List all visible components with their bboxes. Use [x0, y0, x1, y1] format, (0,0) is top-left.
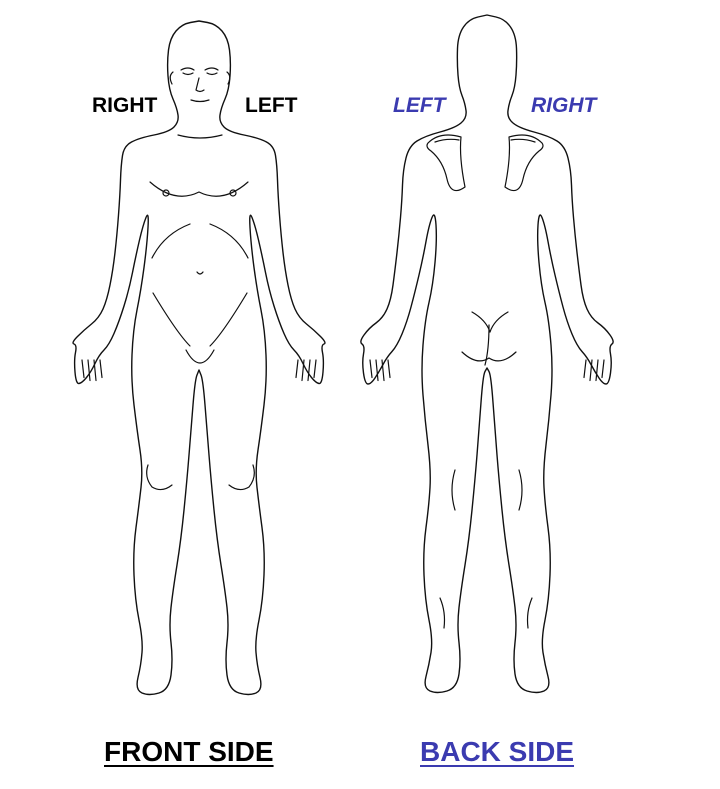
finger-line	[313, 359, 317, 379]
finger-line	[301, 359, 305, 382]
back-shoulder-blades	[426, 134, 544, 192]
front-body-figure	[72, 20, 326, 696]
back-body-figure	[360, 14, 614, 694]
finger-line	[81, 359, 85, 379]
finger-line	[583, 359, 587, 379]
finger-line	[87, 359, 91, 382]
back-left-label: LEFT	[393, 94, 446, 117]
finger-line	[375, 359, 379, 382]
front-right-label: RIGHT	[92, 94, 158, 117]
finger-line	[295, 359, 299, 379]
finger-line	[589, 359, 593, 382]
finger-line	[595, 359, 599, 382]
finger-line	[307, 359, 311, 382]
finger-line	[99, 359, 103, 379]
finger-line	[387, 359, 391, 379]
front-knees	[146, 464, 255, 491]
back-calves	[439, 469, 533, 629]
back-right-label: RIGHT	[531, 94, 597, 117]
finger-line	[601, 359, 605, 379]
finger-line	[93, 359, 97, 382]
front-face	[169, 67, 231, 103]
front-torso-details	[149, 134, 249, 364]
back-side-title: BACK SIDE	[420, 736, 575, 767]
back-buttocks	[461, 311, 517, 366]
front-body-outline	[72, 20, 326, 696]
front-left-label: LEFT	[245, 94, 298, 117]
finger-line	[369, 359, 373, 379]
front-side-title: FRONT SIDE	[104, 736, 274, 767]
finger-line	[381, 359, 385, 382]
